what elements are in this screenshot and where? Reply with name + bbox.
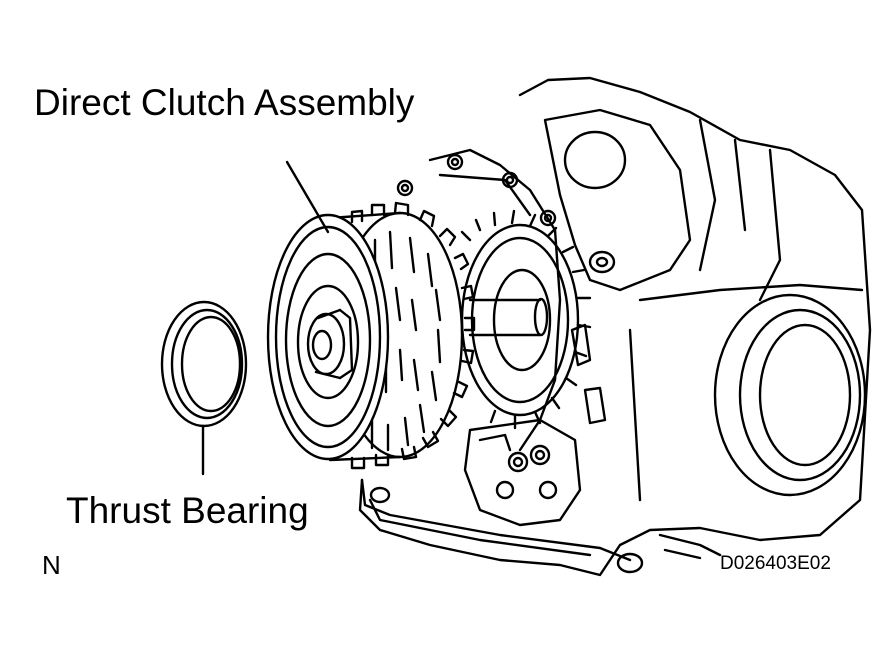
planetary-gear [460, 209, 592, 430]
transmission-case [358, 76, 872, 577]
direct-clutch-assembly-label: Direct Clutch Assembly [34, 82, 415, 123]
thrust-bearing-label: Thrust Bearing [66, 490, 309, 531]
leader-line-direct-clutch [285, 160, 330, 234]
input-shaft [468, 297, 549, 337]
figure-code: D026403E02 [720, 553, 831, 574]
thrust-bearing [160, 300, 248, 428]
direct-clutch-assembly [266, 201, 476, 470]
view-letter: N [42, 550, 61, 580]
